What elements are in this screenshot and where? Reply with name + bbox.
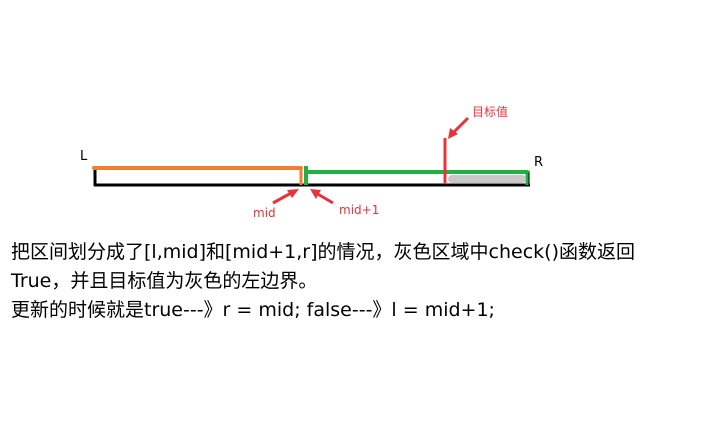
explanation-line-2: True，并且目标值为灰色的左边界。 xyxy=(11,270,318,292)
mid-plus-1-label: mid+1 xyxy=(339,203,379,217)
gray-true-region xyxy=(448,175,526,183)
target-arrow xyxy=(448,116,470,139)
mid-arrow xyxy=(272,189,299,205)
explanation-text: 把区间划分成了[l,mid]和[mid+1,r]的情况，灰色区域中check()… xyxy=(11,238,701,325)
right-bound-label: R xyxy=(534,155,543,170)
explanation-line-1: 把区间划分成了[l,mid]和[mid+1,r]的情况，灰色区域中check()… xyxy=(11,241,635,263)
target-label: 目标值 xyxy=(472,104,508,119)
mid-plus-1-arrow xyxy=(310,189,334,205)
mid-label: mid xyxy=(253,206,276,220)
left-bound-label: L xyxy=(80,149,88,164)
explanation-line-3: 更新的时候就是true---》r = mid; false---》l = mid… xyxy=(11,299,495,321)
